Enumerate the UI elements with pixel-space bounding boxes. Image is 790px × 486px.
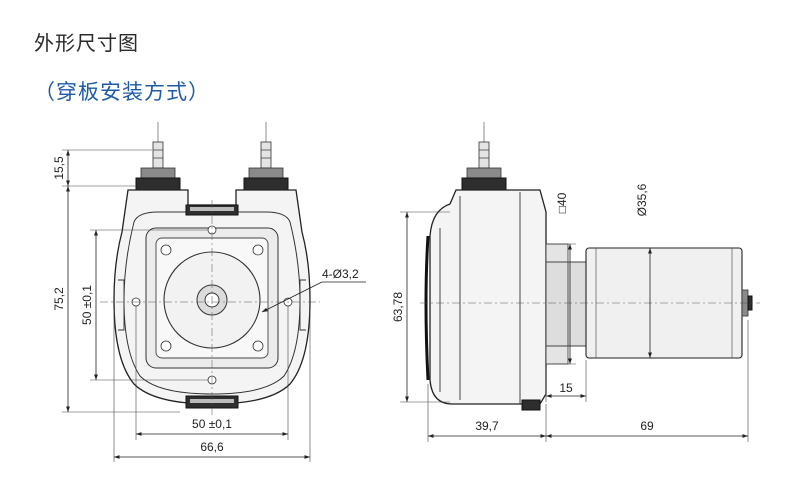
dim-motor-length: 69	[640, 419, 654, 433]
dim-width: 66,6	[200, 440, 224, 454]
page-subtitle: （穿板安装方式）	[34, 80, 210, 104]
dim-depth: 39,7	[475, 419, 499, 433]
dim-flange-length: 15	[559, 381, 573, 395]
side-dimensions: 63,78 □40 Ø35,6 15 39,7 69	[391, 183, 749, 442]
dim-square: □40	[555, 192, 569, 213]
side-housing	[429, 189, 547, 405]
page-title: 外形尺寸图	[34, 31, 139, 55]
right-nozzle	[243, 122, 289, 191]
left-nozzle	[135, 122, 181, 191]
front-view	[100, 122, 320, 415]
dim-hole-spacing-v: 50 ±0,1	[80, 285, 94, 325]
dim-hole-spacing-h: 50 ±0,1	[192, 417, 232, 431]
front-dimensions: 15,5 75,2 50 ±0,1 50 ±0,1 66,6 4-Ø3,2	[52, 149, 366, 462]
dim-side-height: 63,78	[391, 292, 405, 322]
side-view	[420, 122, 760, 411]
dim-total-height: 75,2	[52, 287, 66, 311]
dim-top-height: 15,5	[52, 156, 66, 180]
dim-motor-diameter: Ø35,6	[635, 183, 649, 216]
dim-holes: 4-Ø3,2	[322, 267, 359, 281]
